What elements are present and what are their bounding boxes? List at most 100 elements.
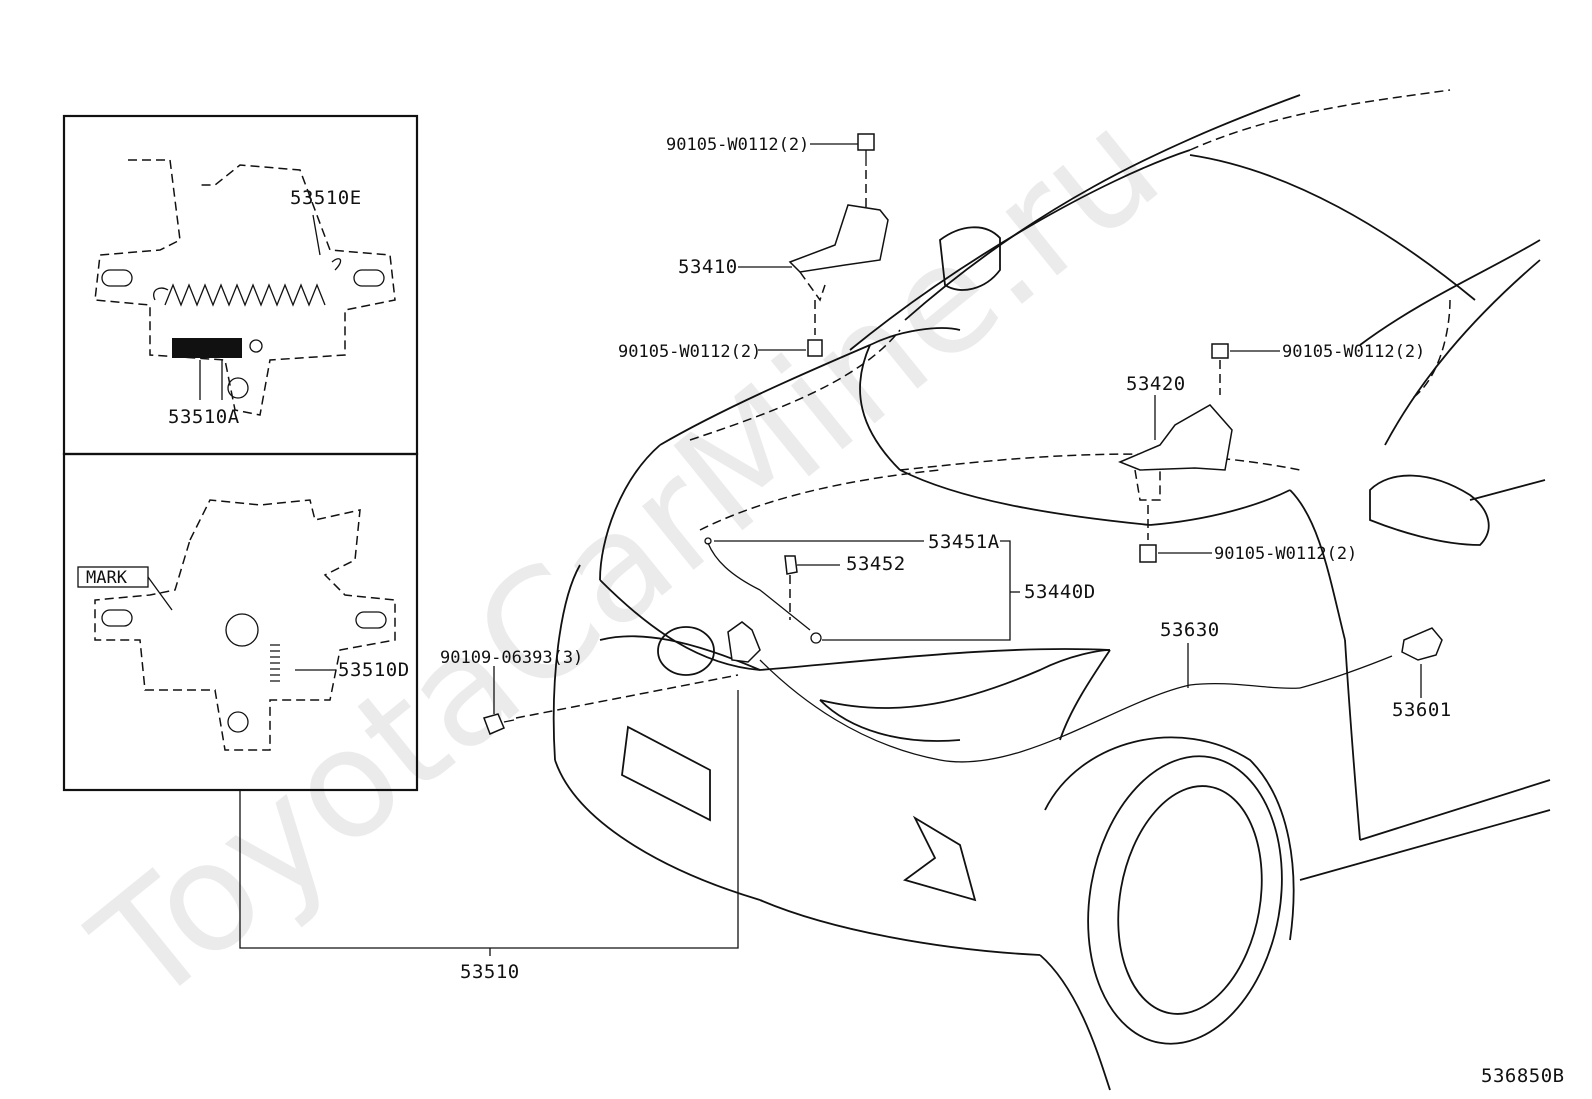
rim — [1117, 785, 1263, 1015]
bolt-hinge-left-lower — [807, 339, 823, 357]
hinge-left-group: 90105-W0112(2) 53410 90105-W0112(2) — [618, 133, 889, 362]
hood-rear-right — [1149, 489, 1291, 526]
a-pillar-right — [1384, 259, 1541, 446]
watermark-text: ToyotaCarMine.ru — [62, 78, 1191, 1039]
hidden-roof-line — [1189, 89, 1451, 151]
fog-lamp-ring — [657, 626, 715, 676]
hinge-right-hidden — [1134, 469, 1161, 501]
label-53510D: 53510D — [338, 659, 410, 681]
tire-outer — [1087, 755, 1283, 1045]
leader-53510-bracket — [239, 690, 739, 949]
label-mark: MARK — [86, 568, 128, 588]
cable-53630 — [759, 659, 1301, 763]
headlamp-lower — [819, 649, 1111, 709]
diagram-id: 536850B — [1481, 1065, 1565, 1087]
headlamp-inner — [819, 699, 961, 742]
lower-intake — [902, 815, 977, 902]
door-bottom-line — [1359, 779, 1551, 841]
bumper-bottom-right — [1039, 954, 1111, 1091]
hood-rear-edge — [899, 469, 1151, 526]
mount-slot-left — [101, 269, 133, 287]
bumper-left-edge — [552, 564, 581, 761]
fender-right-line — [1289, 489, 1346, 641]
label-bolt-top: 90105-W0112(2) — [666, 135, 809, 155]
label-bolt-hinge-left-lower: 90105-W0112(2) — [618, 342, 761, 362]
latch-hole — [225, 613, 259, 647]
mount-slot-right — [353, 269, 385, 287]
wheel-arch — [1044, 736, 1295, 941]
windshield-left — [849, 149, 1191, 351]
label-53451A: 53451A — [928, 531, 1000, 553]
rod-53451A — [707, 542, 811, 631]
hidden-cowl-line — [699, 469, 941, 531]
roof-edge — [1189, 154, 1476, 301]
spring-hook-right — [331, 258, 342, 271]
hinge-left-hidden — [799, 271, 826, 302]
inset-top-frame — [62, 114, 419, 456]
label-53510E: 53510E — [290, 187, 362, 209]
hidden-hood-line-1 — [689, 329, 901, 441]
spring-anchor — [249, 339, 263, 353]
holder-53452 — [784, 555, 798, 575]
mount-slot-right-b — [355, 611, 387, 629]
lock-body-outline-bottom — [94, 499, 396, 751]
windshield-right-top — [1359, 239, 1541, 346]
label-53410: 53410 — [678, 256, 738, 278]
bolt-top-head — [857, 133, 875, 151]
spring-53510A — [172, 338, 242, 358]
mount-slot-left-b — [101, 609, 133, 627]
rod-end — [704, 537, 712, 545]
leader-53510E — [312, 214, 321, 256]
label-53510: 53510 — [460, 961, 520, 983]
bolt-lock-shank — [503, 719, 515, 723]
hood-lock — [727, 621, 761, 663]
spring-53510D — [270, 644, 280, 682]
bolt-lock — [483, 713, 505, 735]
label-bolt-hinge-right-upper: 90105-W0112(2) — [1282, 342, 1425, 362]
hidden-hood-line-2 — [899, 453, 1301, 471]
mount-hole-bottom-b — [227, 711, 249, 733]
hood-left-edge — [659, 344, 871, 446]
door-line — [1469, 479, 1546, 501]
mirror-right — [1369, 474, 1490, 546]
cable-end — [1299, 655, 1393, 689]
label-53630: 53630 — [1160, 619, 1220, 641]
label-53440D: 53440D — [1024, 581, 1096, 603]
hinge-53420 — [1118, 404, 1233, 471]
bumper-bottom — [759, 899, 1041, 956]
label-bolt-lock: 90109-06393(3) — [440, 648, 583, 668]
label-53452: 53452 — [846, 553, 906, 575]
a-pillar-line — [904, 94, 1301, 321]
leader-bracket-53440D — [822, 540, 1011, 641]
license-plate — [621, 725, 711, 822]
rod-clip — [810, 632, 822, 644]
hood-crease-left — [859, 344, 901, 471]
lock-body-outline-top — [94, 159, 396, 416]
hinge-53410 — [788, 204, 889, 273]
bolt-lock-dash — [515, 674, 739, 719]
label-53420: 53420 — [1126, 373, 1186, 395]
leader-mark — [147, 576, 173, 611]
inset-top: 53510E 53510A — [62, 114, 419, 456]
bolt-hinge-right-upper — [1211, 343, 1229, 359]
bumper-bottom-left — [554, 759, 761, 901]
lever-53601 — [1401, 627, 1443, 661]
spring-hook-left — [153, 287, 169, 301]
lock-group: 53630 53601 90109-06393(3) — [440, 619, 1452, 763]
support-rod-group: 53451A 53452 53440D — [704, 531, 1096, 644]
hidden-pillar-line — [1409, 299, 1451, 401]
mirror-left — [939, 226, 1001, 291]
label-53601: 53601 — [1392, 699, 1452, 721]
watermark: ToyotaCarMine.ru — [62, 78, 1191, 1039]
hood-front-left — [599, 444, 661, 581]
hinge-right-group: 90105-W0112(2) 53420 90105-W0112(2) — [1118, 342, 1425, 564]
label-53510A: 53510A — [168, 406, 240, 428]
spring-53510E — [164, 283, 326, 307]
hood-front-edge-right — [759, 648, 1111, 671]
label-bolt-hinge-right-lower: 90105-W0112(2) — [1214, 544, 1357, 564]
hood-top — [869, 327, 961, 346]
bolt-hinge-right-lower — [1139, 544, 1157, 563]
fender-nose — [1059, 649, 1111, 741]
rocker-line — [1299, 809, 1551, 881]
